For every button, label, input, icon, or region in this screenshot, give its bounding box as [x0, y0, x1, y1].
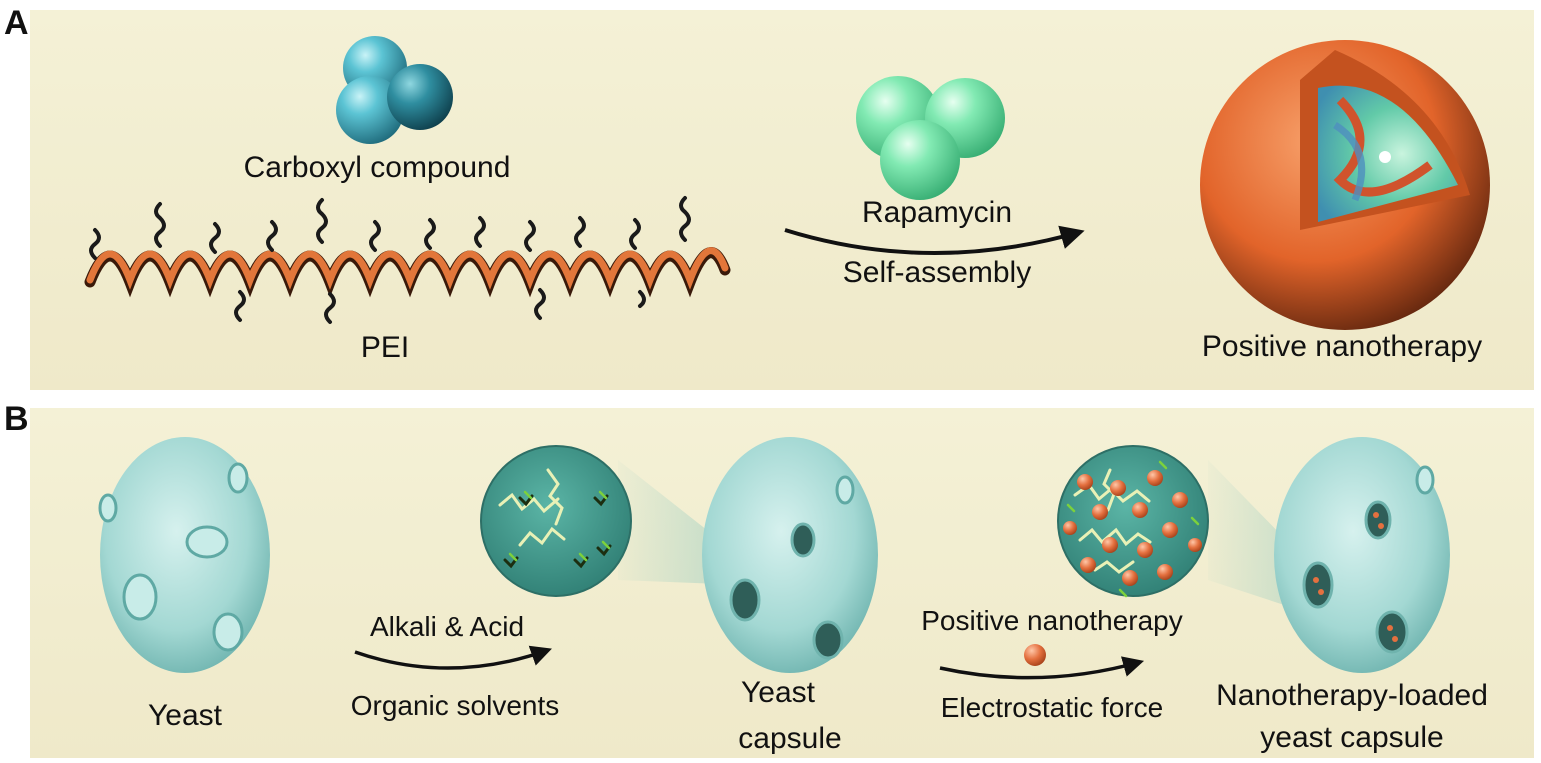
- rapamycin-label: Rapamycin: [862, 196, 1012, 229]
- rapamycin-icon: [856, 76, 1005, 200]
- loaded-capsule-label-line1: Nanotherapy-loaded: [1216, 679, 1488, 712]
- positive-nanotherapy-step-label: Positive nanotherapy: [921, 605, 1183, 636]
- self-assembly-arrow: [784, 225, 1085, 255]
- yeast-capsule-icon: [702, 437, 878, 673]
- alkali-acid-label: Alkali & Acid: [370, 611, 524, 642]
- self-assembly-label: Self-assembly: [843, 256, 1031, 289]
- yeast-capsule-label-line1: Yeast: [741, 676, 816, 709]
- organic-solvents-label: Organic solvents: [351, 690, 560, 721]
- yeast-cell-icon: [98, 437, 270, 673]
- nanotherapy-particle-icon: [1024, 644, 1046, 666]
- step2-arrow: [939, 656, 1145, 680]
- loaded-capsule-label-line2: yeast capsule: [1260, 721, 1443, 754]
- step1-arrow: [354, 645, 552, 670]
- positive-nanotherapy-icon: [1200, 40, 1490, 330]
- pei-label: PEI: [361, 331, 409, 364]
- pei-polymer-chain: [84, 196, 731, 324]
- panel-a-letter: A: [4, 4, 29, 42]
- electrostatic-force-label: Electrostatic force: [941, 692, 1164, 723]
- loaded-yeast-capsule-icon: [1274, 437, 1450, 673]
- positive-nanotherapy-label: Positive nanotherapy: [1202, 330, 1482, 363]
- carboxyl-compound-label: Carboxyl compound: [244, 151, 511, 184]
- carboxyl-compound-icon: [336, 36, 453, 144]
- panel-b-letter: B: [4, 400, 29, 438]
- yeast-label: Yeast: [148, 699, 223, 732]
- yeast-capsule-label-line2: capsule: [738, 722, 841, 755]
